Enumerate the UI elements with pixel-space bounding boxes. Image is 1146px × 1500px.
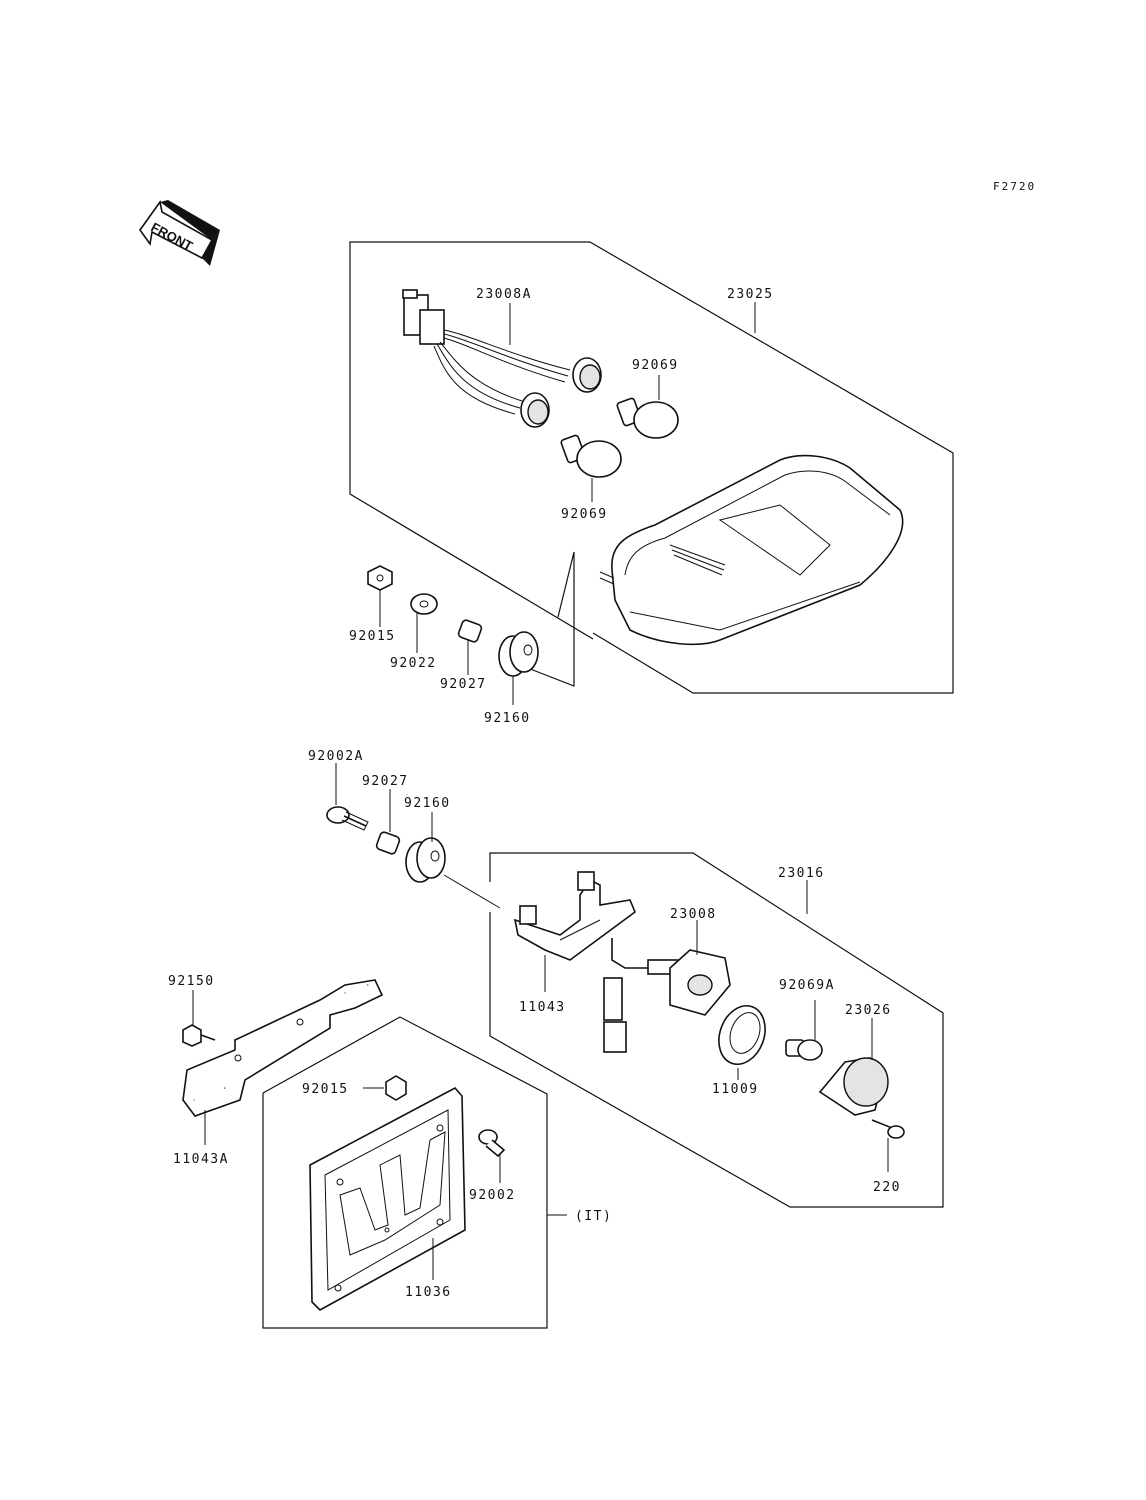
group-outline-23016 bbox=[489, 852, 944, 1208]
washer-92022 bbox=[410, 593, 438, 615]
label-11043A: 11043A bbox=[173, 1152, 229, 1167]
group-outline-23025-inner bbox=[519, 551, 575, 687]
label-92069-upper: 92069 bbox=[632, 358, 679, 373]
label-92027-lower: 92027 bbox=[362, 774, 409, 789]
front-arrow-icon: FRONT bbox=[139, 200, 220, 266]
label-11009: 11009 bbox=[712, 1082, 759, 1097]
collar-92027-upper bbox=[457, 619, 483, 643]
grommet-92160-upper bbox=[498, 631, 539, 677]
label-23026: 23026 bbox=[845, 1003, 892, 1018]
socket-23008-part bbox=[603, 938, 731, 1053]
label-11036: 11036 bbox=[405, 1285, 452, 1300]
group-outline-23025 bbox=[349, 241, 954, 694]
label-92069A: 92069A bbox=[779, 978, 835, 993]
gasket-11009-part bbox=[718, 1005, 766, 1065]
nut-92015-lower bbox=[385, 1075, 407, 1101]
bulb-lower-part bbox=[560, 434, 622, 478]
label-92027-upper: 92027 bbox=[440, 677, 487, 692]
license-plate-holder-part bbox=[309, 1086, 466, 1311]
bracket-11043a-part bbox=[182, 979, 384, 1117]
label-92160-upper: 92160 bbox=[484, 711, 531, 726]
label-23008: 23008 bbox=[670, 907, 717, 922]
bolt-92150-part bbox=[182, 1024, 216, 1047]
label-11043: 11043 bbox=[519, 1000, 566, 1015]
tail-lens-housing-part bbox=[599, 454, 904, 646]
bracket-11043-part bbox=[513, 871, 636, 961]
label-92069-lower: 92069 bbox=[561, 507, 608, 522]
label-23008A: 23008A bbox=[476, 287, 532, 302]
bolt-92002a bbox=[326, 806, 369, 831]
figure-code: F2720 bbox=[993, 180, 1036, 193]
label-23016: 23016 bbox=[778, 866, 825, 881]
label-92015-lower: 92015 bbox=[302, 1082, 349, 1097]
bolt-92002-part bbox=[478, 1129, 506, 1158]
nut-92015-upper bbox=[367, 565, 393, 591]
label-it: (IT) bbox=[575, 1209, 612, 1224]
label-92002A: 92002A bbox=[308, 749, 364, 764]
wiring-harness-part bbox=[402, 289, 602, 428]
label-92150: 92150 bbox=[168, 974, 215, 989]
label-92160-lower: 92160 bbox=[404, 796, 451, 811]
lamp-23026-part bbox=[818, 1057, 889, 1116]
bulb-92069a-part bbox=[785, 1039, 823, 1061]
label-220: 220 bbox=[873, 1180, 901, 1195]
label-92002: 92002 bbox=[469, 1188, 516, 1203]
bulb-upper-part bbox=[616, 397, 679, 439]
collar-92027-lower bbox=[375, 831, 401, 855]
label-23025: 23025 bbox=[727, 287, 774, 302]
group-outline-it bbox=[262, 1016, 548, 1329]
label-92015-upper: 92015 bbox=[349, 629, 396, 644]
label-92022: 92022 bbox=[390, 656, 437, 671]
screw-220-part bbox=[871, 1119, 905, 1139]
grommet-92160-lower bbox=[405, 837, 446, 883]
